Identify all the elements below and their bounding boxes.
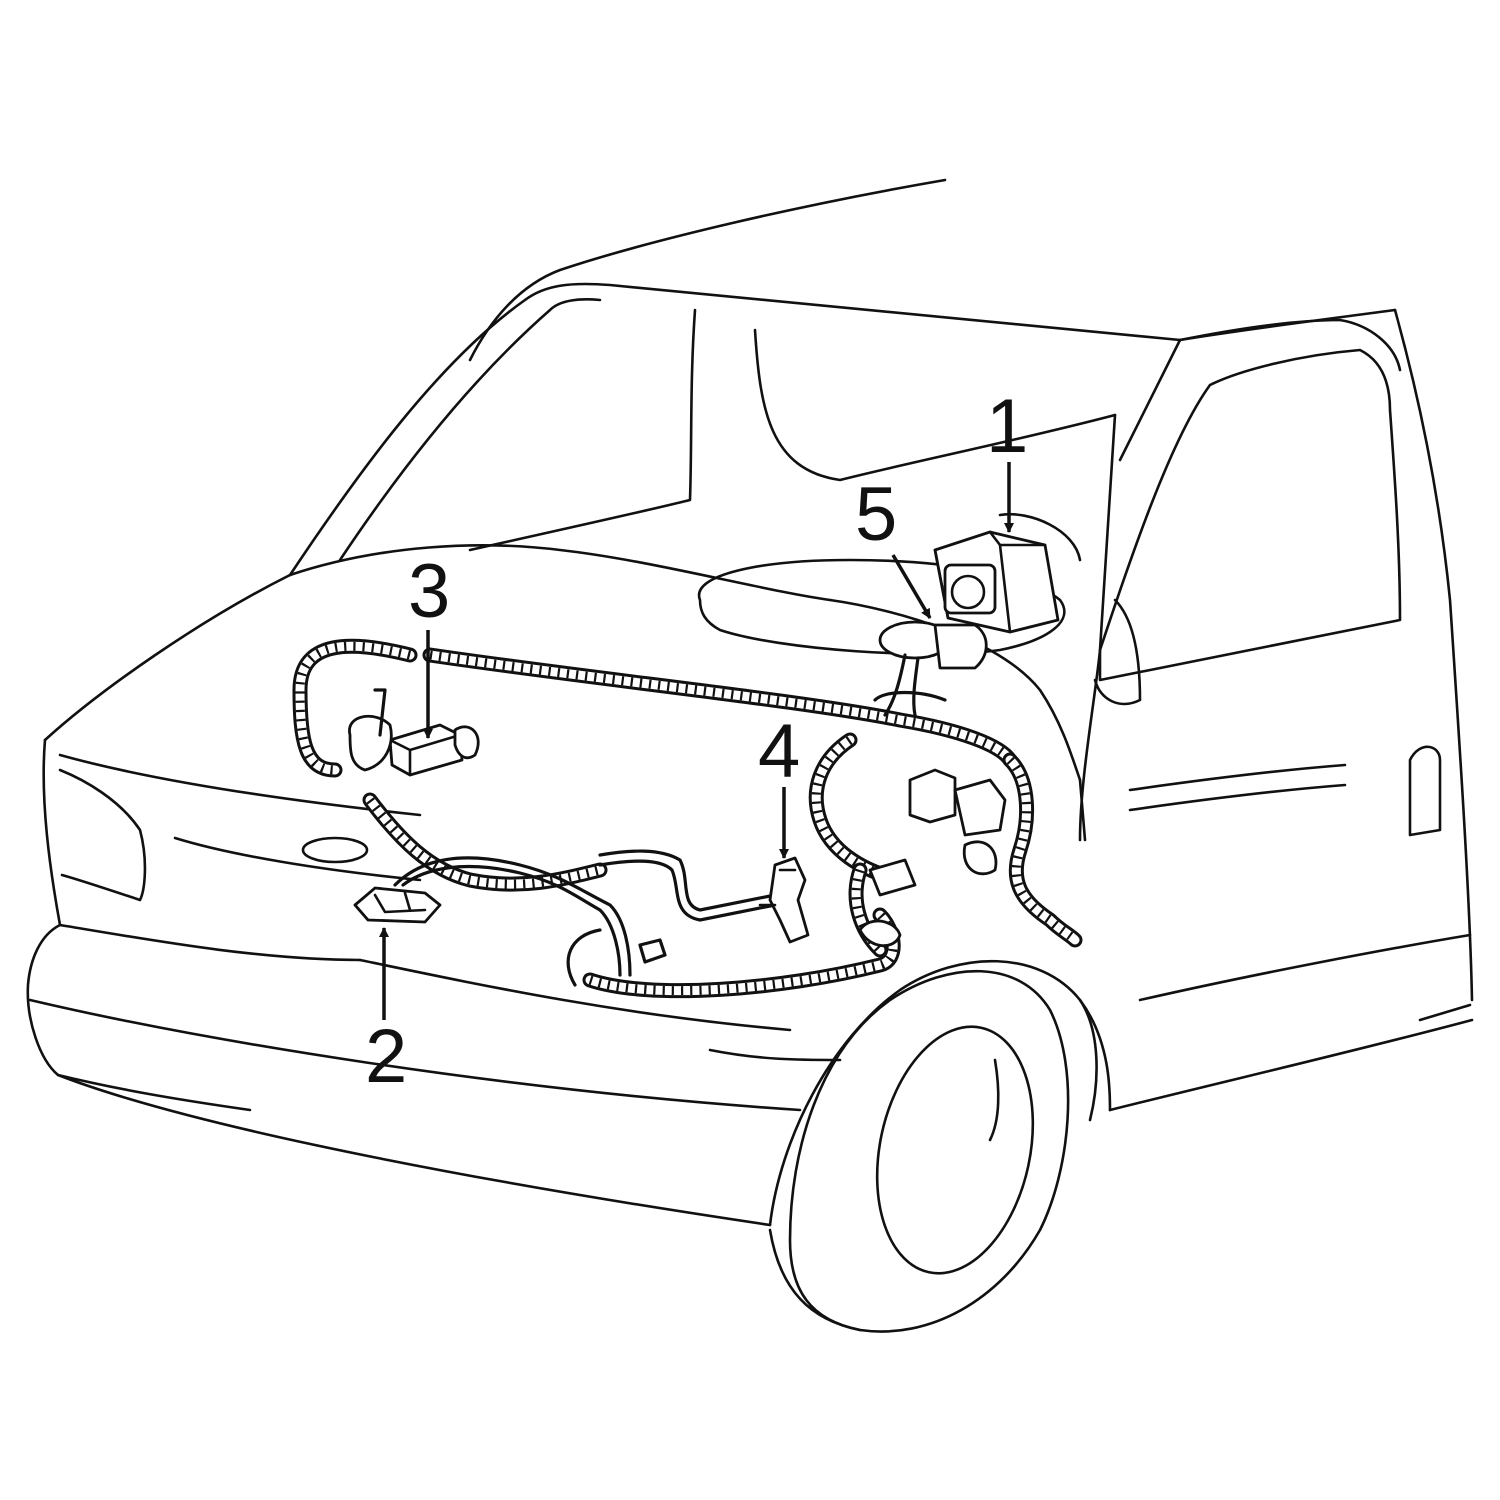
callout-2: 2	[365, 927, 407, 1099]
part-4-harness-bracket	[758, 856, 810, 944]
part-2-wheel-speed-sensor	[353, 886, 442, 924]
relay-block	[858, 768, 1007, 948]
vehicle-body	[26, 178, 1474, 1333]
callout-label: 5	[855, 472, 897, 557]
part-5-hydraulic-unit	[873, 620, 988, 717]
callout-leader	[891, 554, 932, 619]
callout-label: 4	[758, 709, 800, 794]
callout-label: 3	[408, 549, 450, 634]
callout-label: 2	[365, 1014, 407, 1099]
callout-4: 4	[758, 709, 800, 859]
callout-label: 1	[986, 384, 1028, 469]
part-3-sensor-connector	[348, 688, 480, 777]
callout-1: 1	[986, 384, 1028, 533]
wiring-harness	[292, 638, 1083, 999]
callout-5: 5	[855, 472, 932, 619]
callout-3: 3	[408, 549, 450, 739]
